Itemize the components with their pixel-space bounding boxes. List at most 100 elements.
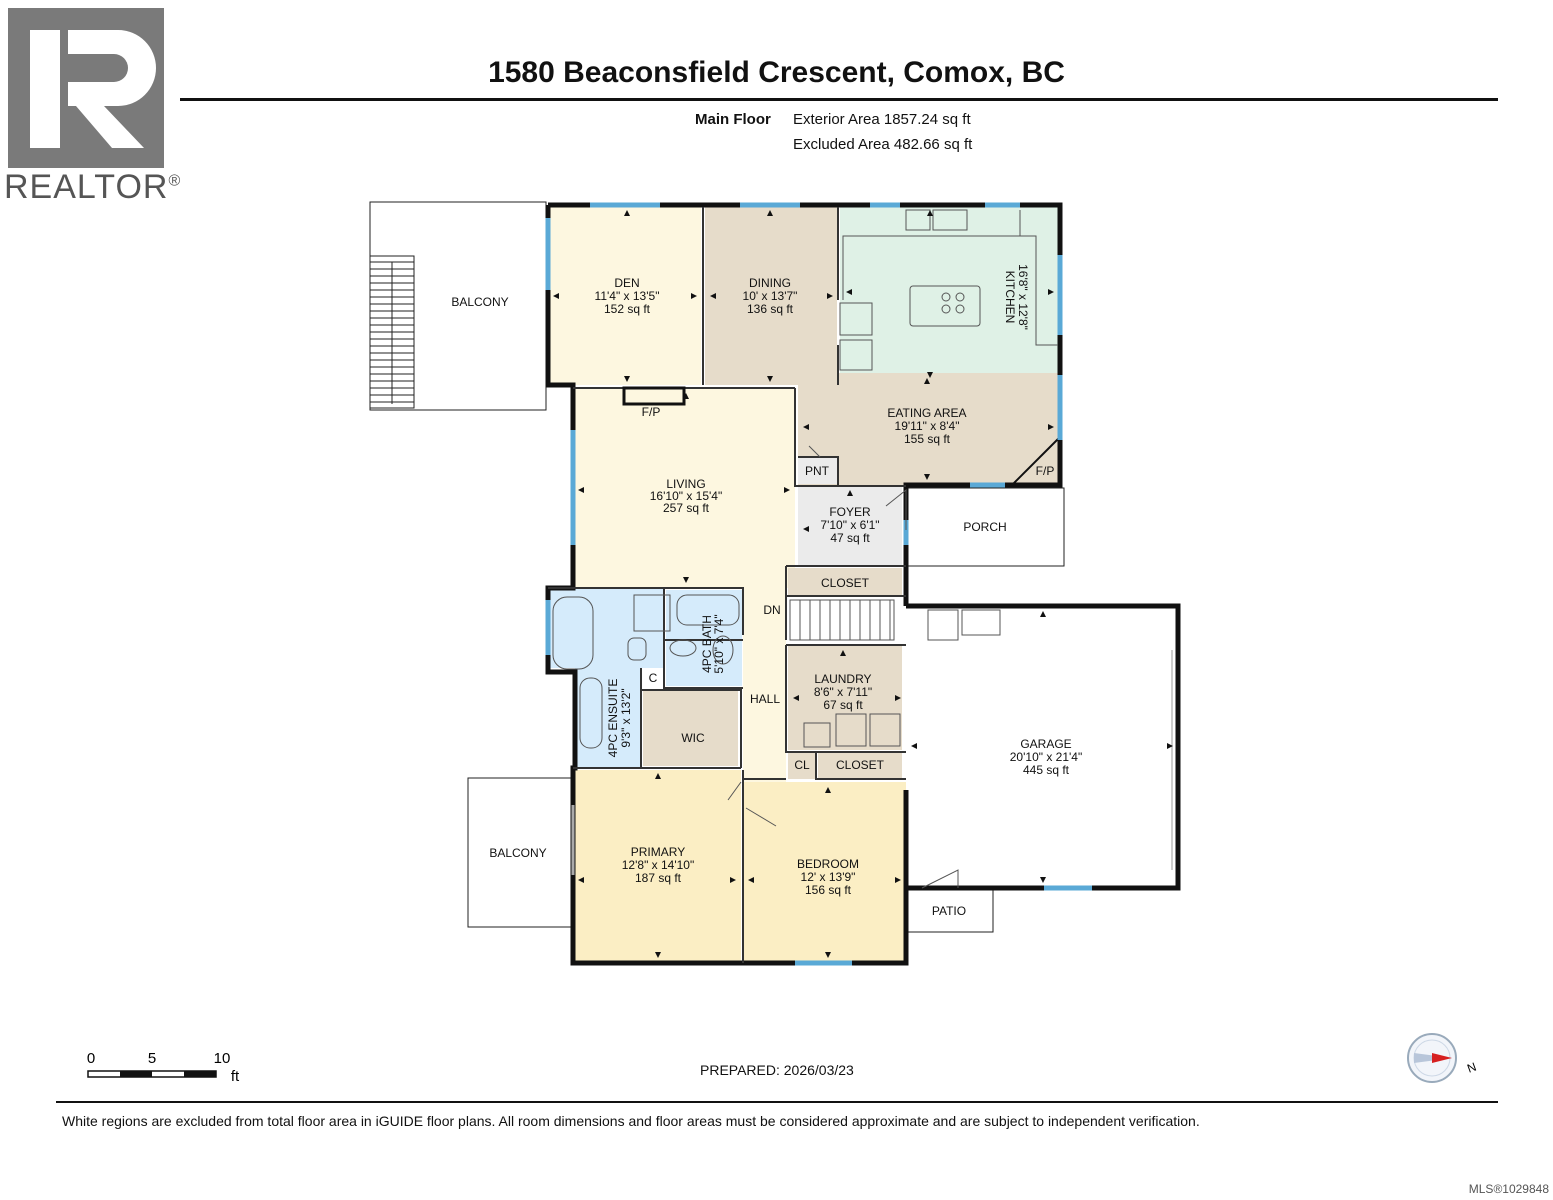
bedroom-dims: 12' x 13'9": [801, 870, 856, 884]
exterior-area: Exterior Area 1857.24 sq ft: [793, 111, 971, 128]
closet-upper-room: [788, 568, 902, 596]
bath-room: [666, 590, 742, 686]
fp-living-label: F/P: [642, 405, 661, 419]
dimension-arrow-icon: [730, 877, 736, 883]
pnt-room: [798, 457, 838, 484]
mls-number: MLS®1029848: [1468, 1182, 1549, 1196]
scale-bar: 0 5 10 ft: [87, 1050, 240, 1085]
patio-label: PATIO: [932, 904, 966, 918]
kitchen-name: KITCHEN: [1003, 271, 1017, 324]
eating-name: EATING AREA: [887, 406, 966, 420]
ensuite-lower-room: [575, 668, 641, 768]
dimension-arrow-icon: [1167, 743, 1173, 749]
living-area: 257 sq ft: [663, 501, 710, 515]
dimension-arrow-icon: [803, 424, 809, 430]
dimension-arrow-icon: [553, 293, 559, 299]
dimension-arrow-icon: [803, 526, 809, 532]
dining-dims: 10' x 13'7": [743, 289, 798, 303]
dimension-arrow-icon: [683, 393, 689, 399]
balcony-bottom-label: BALCONY: [489, 846, 546, 860]
c-label: C: [649, 671, 658, 685]
foyer-area: 47 sq ft: [830, 531, 870, 545]
laundry-name: LAUNDRY: [814, 672, 871, 686]
dimension-arrow-icon: [748, 877, 754, 883]
wic-label: WIC: [681, 731, 705, 745]
closet-lower-room: [818, 752, 902, 779]
laundry-area: 67 sq ft: [823, 698, 863, 712]
scale-tick-0: 0: [87, 1050, 95, 1067]
cl-room: [788, 752, 816, 779]
closet-lower-label: CLOSET: [836, 758, 885, 772]
interior-stairs: [789, 599, 895, 641]
dimension-arrow-icon: [924, 474, 930, 480]
hall-label: HALL: [750, 692, 780, 706]
dimension-arrow-icon: [847, 490, 853, 496]
dimension-arrow-icon: [840, 650, 846, 656]
dimension-arrow-icon: [578, 877, 584, 883]
foyer-room: [798, 486, 902, 566]
den-area: 152 sq ft: [604, 302, 651, 316]
disclaimer: White regions are excluded from total fl…: [62, 1113, 1200, 1129]
dimension-arrow-icon: [793, 695, 799, 701]
dimension-arrow-icon: [927, 372, 933, 378]
dimension-arrow-icon: [846, 289, 852, 295]
excluded-area: Excluded Area 482.66 sq ft: [793, 136, 973, 153]
garage-dims: 20'10" x 21'4": [1010, 750, 1083, 764]
dimension-arrow-icon: [710, 293, 716, 299]
balcony-top-label: BALCONY: [451, 295, 508, 309]
dimension-arrow-icon: [895, 695, 901, 701]
primary-dims: 12'8" x 14'10": [622, 858, 695, 872]
garage-name: GARAGE: [1020, 737, 1071, 751]
dimension-arrow-icon: [827, 293, 833, 299]
dimension-arrow-icon: [767, 210, 773, 216]
dimension-arrow-icon: [655, 952, 661, 958]
dimension-arrow-icon: [1048, 289, 1054, 295]
primary-room: [573, 770, 741, 963]
dimension-arrow-icon: [895, 877, 901, 883]
compass-icon: N: [1407, 1033, 1478, 1083]
scale-tick-5: 5: [148, 1050, 156, 1067]
dimension-arrow-icon: [911, 743, 917, 749]
dimension-arrow-icon: [624, 376, 630, 382]
dining-name: DINING: [749, 276, 791, 290]
bedroom-area: 156 sq ft: [805, 883, 852, 897]
realtor-logo-text: REALTOR®: [4, 168, 181, 207]
dining-area: 136 sq ft: [747, 302, 794, 316]
dimension-arrow-icon: [825, 952, 831, 958]
doors: [727, 445, 959, 889]
bedroom-room: [743, 782, 906, 963]
eating-area-room: [798, 373, 1060, 485]
dimension-arrow-icon: [1040, 611, 1046, 617]
dimension-arrow-icon: [683, 577, 689, 583]
closet-upper-label: CLOSET: [821, 576, 870, 590]
ensuite-room: [548, 588, 664, 668]
realtor-logo-mark: [8, 8, 164, 168]
dining-room: [705, 207, 837, 385]
dimension-arrow-icon: [624, 210, 630, 216]
foyer-dims: 7'10" x 6'1": [820, 518, 879, 532]
scale-unit: ft: [231, 1068, 240, 1085]
eating-dims: 19'11" x 8'4": [895, 419, 960, 433]
dimension-arrow-icon: [825, 787, 831, 793]
primary-name: PRIMARY: [631, 845, 685, 859]
ensuite-name: 4PC ENSUITE: [606, 679, 620, 758]
living-dims: 16'10" x 15'4": [650, 489, 723, 503]
kitchen-fixtures: [839, 209, 1058, 371]
dimension-arrow-icon: [924, 378, 930, 384]
dimension-arrow-icon: [1048, 424, 1054, 430]
dimension-arrow-icon: [927, 210, 933, 216]
dimension-arrow-icon: [767, 376, 773, 382]
fireplace-living: [622, 386, 686, 406]
dimension-arrow-icon: [655, 773, 661, 779]
fp-eating-label: F/P: [1036, 464, 1055, 478]
dimension-arrow-icon: [578, 487, 584, 493]
bath-name: 4PC BATH: [700, 615, 714, 673]
bedroom-name: BEDROOM: [797, 857, 859, 871]
dimension-arrow-icon: [691, 293, 697, 299]
registered-mark: ®: [168, 172, 182, 190]
scale-tick-10: 10: [214, 1050, 231, 1067]
interior-walls: [548, 207, 906, 963]
dimension-arrow-icon: [1040, 877, 1046, 883]
dn-label: DN: [763, 603, 780, 617]
